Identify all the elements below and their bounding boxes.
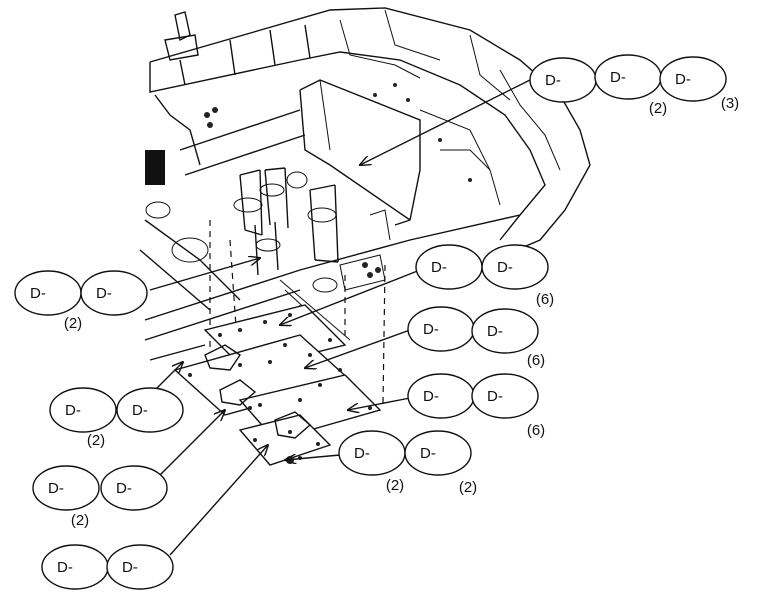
callout-label: D- bbox=[545, 72, 561, 89]
callout-label: D- bbox=[354, 445, 370, 462]
quantity-label: (2) bbox=[64, 315, 82, 332]
callout-bubble bbox=[32, 465, 100, 511]
callout-layer: D- D- D- (2) (3) D- D- (2) D- D- (6) D- D- (6) D- D- (6)… bbox=[14, 54, 739, 590]
callout-label: D- bbox=[497, 259, 513, 276]
chassis-frame-drawing bbox=[139, 7, 591, 361]
cover-plates bbox=[173, 304, 382, 466]
callout-label: D- bbox=[96, 285, 112, 302]
callout-bubble bbox=[407, 373, 475, 419]
callout-label: D- bbox=[423, 388, 439, 405]
callout-bubble bbox=[41, 544, 109, 590]
callout-label: D- bbox=[48, 480, 64, 497]
callout-bubble bbox=[80, 270, 148, 316]
quantity-label: (2) bbox=[71, 512, 89, 529]
callout-right-3: D- D- (6) bbox=[407, 373, 545, 439]
quantity-label: (2) bbox=[649, 100, 667, 117]
callout-bubble bbox=[415, 244, 483, 290]
callout-label: D- bbox=[487, 388, 503, 405]
callout-left-low: D- D- (2) bbox=[32, 465, 168, 529]
callout-left-upper: D- D- (2) bbox=[14, 270, 148, 332]
callout-label: D- bbox=[30, 285, 46, 302]
callout-right-2: D- D- (6) bbox=[407, 306, 545, 369]
callout-bubble bbox=[471, 373, 539, 419]
callout-bubble bbox=[49, 387, 117, 433]
quantity-label: (6) bbox=[527, 352, 545, 369]
callout-label: D- bbox=[675, 71, 691, 88]
callout-bottom-left: D- D- bbox=[41, 544, 174, 590]
callout-bubble bbox=[100, 465, 168, 511]
callout-label: D- bbox=[122, 559, 138, 576]
callout-label: D- bbox=[57, 559, 73, 576]
callout-label: D- bbox=[116, 480, 132, 497]
callout-bubble bbox=[116, 387, 184, 433]
callout-label: D- bbox=[431, 259, 447, 276]
callout-bubble bbox=[404, 430, 472, 476]
quantity-label: (2) bbox=[386, 477, 404, 494]
callout-bubble bbox=[659, 56, 727, 102]
callout-bubble bbox=[594, 54, 662, 100]
quantity-label: (6) bbox=[527, 422, 545, 439]
callout-bubble bbox=[106, 544, 174, 590]
quantity-label: (6) bbox=[536, 291, 554, 308]
callout-label: D- bbox=[420, 445, 436, 462]
callout-bubble bbox=[529, 57, 597, 103]
callout-bubble bbox=[338, 430, 406, 476]
callout-label: D- bbox=[487, 323, 503, 340]
quantity-label: (3) bbox=[721, 95, 739, 112]
callout-bubble bbox=[471, 308, 539, 354]
quantity-label: (2) bbox=[459, 479, 477, 496]
callout-label: D- bbox=[65, 402, 81, 419]
callout-label: D- bbox=[423, 321, 439, 338]
callout-label: D- bbox=[610, 69, 626, 86]
callout-top-right: D- D- D- (2) (3) bbox=[529, 54, 739, 117]
quantity-label: (2) bbox=[87, 432, 105, 449]
callout-bottom-center: D- D- (2) (2) bbox=[338, 430, 477, 496]
callout-left-mid: D- D- (2) bbox=[49, 387, 184, 449]
callout-right-1: D- D- (6) bbox=[415, 244, 554, 308]
leader-lines bbox=[149, 79, 531, 556]
callout-label: D- bbox=[132, 402, 148, 419]
callout-bubble bbox=[14, 270, 82, 316]
callout-bubble bbox=[481, 244, 549, 290]
callout-bubble bbox=[407, 306, 475, 352]
